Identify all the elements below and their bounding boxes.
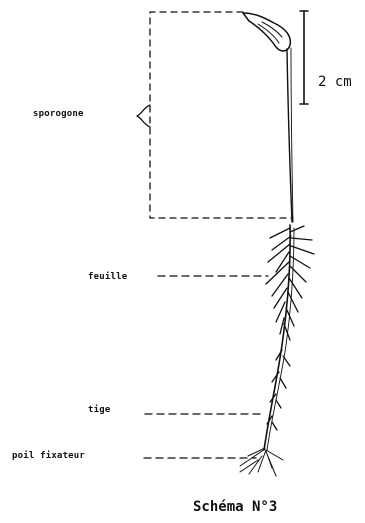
label-leader-lines [144, 276, 268, 458]
label-feuille: feuille [88, 272, 127, 282]
lower-leaves [267, 350, 290, 430]
scale-bar-label: 2 cm [318, 74, 352, 90]
sporogone-brace [137, 105, 150, 127]
label-tige: tige [88, 405, 110, 415]
capsule [243, 13, 290, 51]
sporogone-bracket-dashed-box [150, 12, 292, 218]
rhizoids [240, 448, 283, 476]
stem [264, 225, 290, 450]
label-poil-fixateur: poil fixateur [12, 451, 85, 461]
diagram-caption: Schéma N°3 [193, 499, 277, 515]
label-sporogone: sporogone [33, 109, 84, 119]
